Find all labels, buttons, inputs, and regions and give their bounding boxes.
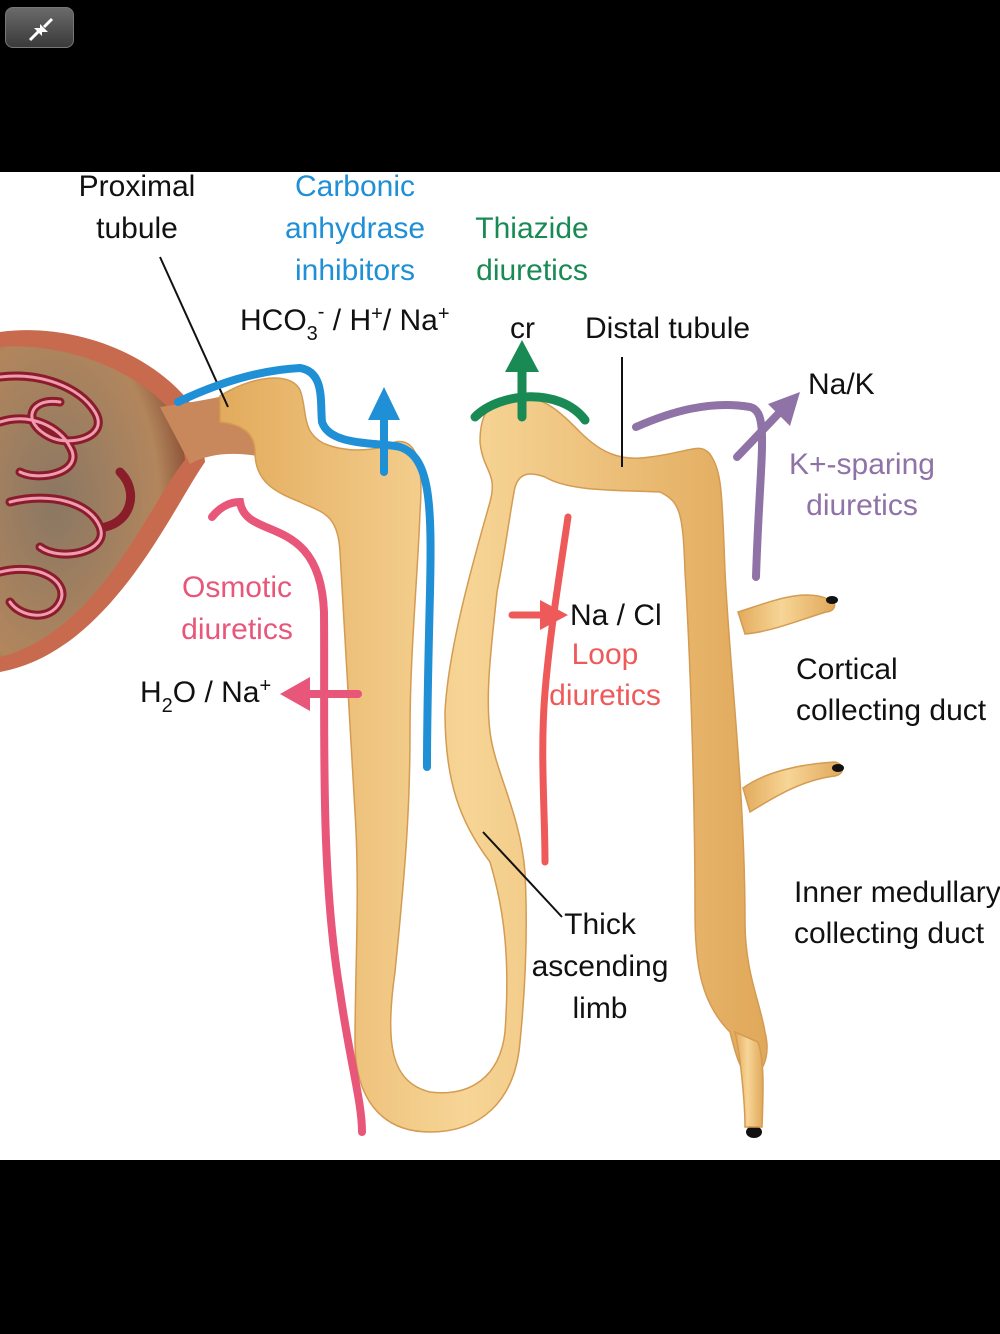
svg-text:diuretics: diuretics — [476, 254, 588, 287]
osmotic-label-1: Osmotic — [182, 571, 292, 604]
tubule — [219, 377, 844, 1133]
thiazide-label-1: Thiazide — [475, 212, 588, 245]
svg-text:Thick: Thick — [564, 908, 637, 941]
svg-text:diuretics: diuretics — [549, 679, 661, 712]
svg-text:limb: limb — [572, 992, 627, 1025]
inner-label-2: collecting duct — [794, 917, 985, 950]
cortical-label-1: Cortical — [796, 653, 898, 686]
svg-text:Inner medullary: Inner medullary — [794, 876, 1000, 909]
osmotic-label-2: diuretics — [181, 613, 293, 646]
svg-text:Loop: Loop — [572, 638, 639, 671]
thiazide-label-2: diuretics — [476, 254, 588, 287]
svg-text:Thiazide: Thiazide — [475, 212, 588, 245]
cl-label: cr — [510, 312, 535, 345]
exit-fullscreen-button[interactable] — [5, 7, 74, 48]
ksparing-label-2: diuretics — [806, 489, 918, 522]
svg-text:tubule: tubule — [96, 212, 178, 245]
glomerulus — [0, 330, 262, 672]
thick-label-2: ascending — [532, 950, 669, 983]
svg-text:ascending: ascending — [532, 950, 669, 983]
carbonic-label-3: inhibitors — [295, 254, 415, 287]
svg-text:collecting duct: collecting duct — [794, 917, 985, 950]
distal-tubule-label: Distal tubule — [585, 312, 750, 345]
hco3-label: HCO3- / H+/ Na+ — [240, 301, 450, 345]
svg-text:collecting duct: collecting duct — [796, 694, 987, 727]
thick-label-3: limb — [572, 992, 627, 1025]
cortical-label-2: collecting duct — [796, 694, 987, 727]
svg-text:diuretics: diuretics — [181, 613, 293, 646]
thick-label-1: Thick — [564, 908, 637, 941]
svg-text:inhibitors: inhibitors — [295, 254, 415, 287]
inner-label-1: Inner medullary — [794, 876, 1000, 909]
proximal-label-1: Proximal — [79, 172, 196, 203]
loop-label-2: diuretics — [549, 679, 661, 712]
proximal-label-2: tubule — [96, 212, 178, 245]
ksparing-label-1: K+-sparing — [789, 448, 935, 481]
svg-text:K+-sparing: K+-sparing — [789, 448, 935, 481]
thick-leader — [482, 831, 563, 918]
svg-text:Cortical: Cortical — [796, 653, 898, 686]
ksparing-arrow — [632, 400, 784, 581]
na-cl-label: Na / Cl — [570, 599, 662, 632]
h2o-label: H2O / Na+ — [140, 675, 271, 717]
loop-arrow — [508, 513, 572, 866]
carbonic-label-1: Carbonic — [295, 172, 415, 203]
carbonic-label-2: anhydrase — [285, 212, 425, 245]
thiazide-arrow — [470, 362, 590, 425]
carbonic-arrow — [174, 363, 435, 771]
svg-text:anhydrase: anhydrase — [285, 212, 425, 245]
nephron-diagram: Proximal tubule Carbonic anhydrase inhib… — [0, 172, 1000, 1160]
svg-text:Osmotic: Osmotic — [182, 571, 292, 604]
osmotic-arrow — [208, 497, 366, 1136]
svg-text:Carbonic: Carbonic — [295, 172, 415, 203]
na-k-label: Na/K — [808, 368, 875, 401]
svg-text:Proximal: Proximal — [79, 172, 196, 203]
exit-fullscreen-icon — [28, 17, 54, 42]
svg-text:diuretics: diuretics — [806, 489, 918, 522]
loop-label-1: Loop — [572, 638, 639, 671]
